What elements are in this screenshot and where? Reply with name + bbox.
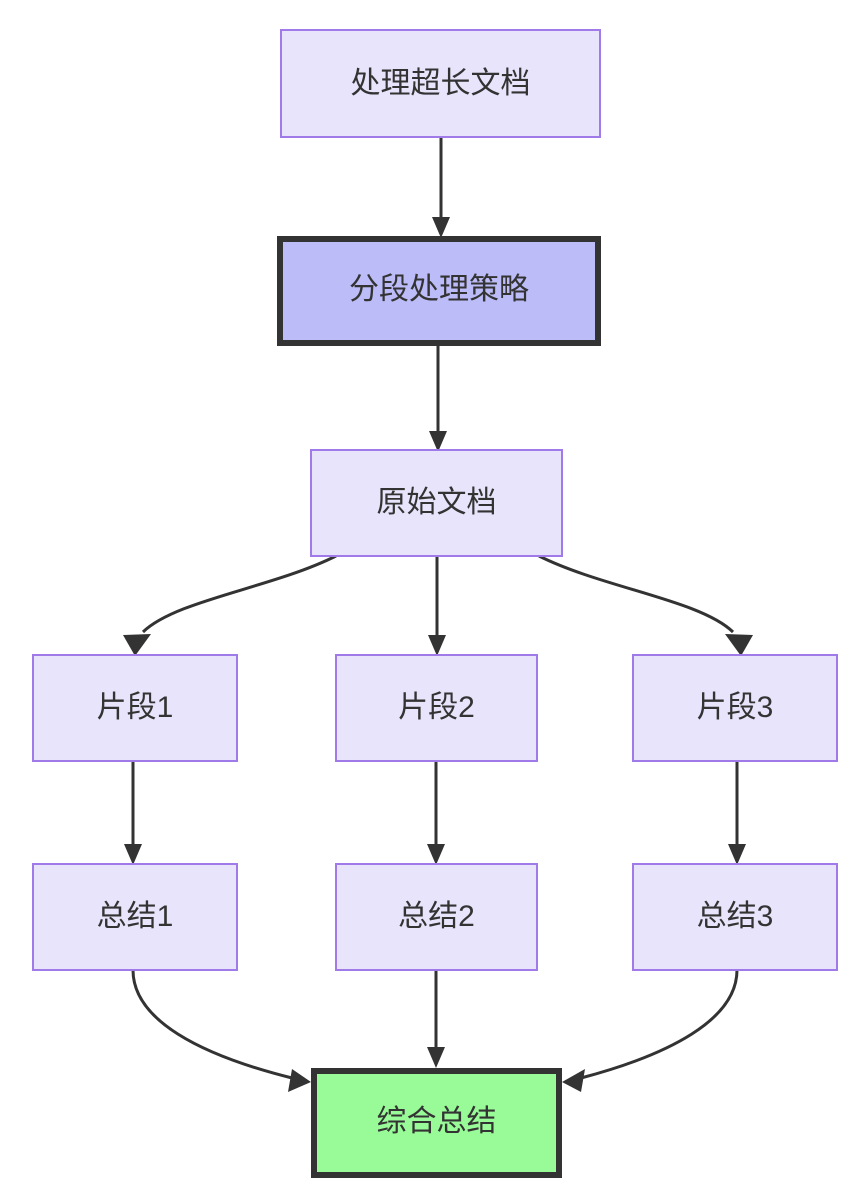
edge-n9-n10 [562, 969, 739, 1092]
node-label-n3: 原始文档 [377, 486, 497, 519]
node-rect-n4 [32, 654, 238, 762]
node-summary-1[interactable]: 总结1 [32, 863, 238, 971]
node-label-n9: 总结3 [697, 900, 774, 933]
node-fragment-1[interactable]: 片段1 [32, 654, 238, 762]
edge-n1-n2 [432, 137, 450, 238]
node-chunking-strategy[interactable]: 分段处理策略 [277, 236, 601, 346]
node-original-document[interactable]: 原始文档 [310, 449, 563, 557]
edge-n5-n8 [427, 761, 445, 865]
node-rect-n10 [311, 1068, 562, 1178]
node-rect-n8 [335, 863, 538, 971]
node-rect-n7 [32, 863, 238, 971]
node-fragment-2[interactable]: 片段2 [335, 654, 538, 762]
edge-n3-n4 [123, 554, 337, 656]
node-process-long-document[interactable]: 处理超长文档 [280, 29, 601, 138]
node-label-n6: 片段3 [697, 691, 774, 724]
edge-n3-n5 [428, 556, 446, 656]
edge-n4-n7 [124, 761, 142, 865]
node-rect-n9 [632, 863, 838, 971]
edge-n8-n10 [427, 970, 445, 1068]
node-label-n2: 分段处理策略 [349, 273, 529, 306]
node-label-n8: 总结2 [398, 900, 475, 933]
node-rect-n2 [277, 236, 601, 346]
node-label-n5: 片段2 [398, 691, 475, 724]
node-label-n4: 片段1 [97, 691, 174, 724]
node-rect-n3 [310, 449, 563, 557]
node-label-n10: 综合总结 [377, 1105, 497, 1138]
edge-n6-n9 [728, 761, 746, 865]
node-rect-n6 [632, 654, 838, 762]
node-summary-3[interactable]: 总结3 [632, 863, 838, 971]
node-comprehensive-summary[interactable]: 综合总结 [311, 1068, 562, 1178]
edge-n7-n10 [131, 969, 311, 1092]
edges-layer [123, 137, 753, 1092]
edge-n3-n6 [538, 554, 753, 656]
nodes-layer: 处理超长文档 分段处理策略 原始文档 片段1 片段2 [32, 29, 838, 1178]
node-fragment-3[interactable]: 片段3 [632, 654, 838, 762]
node-rect-n5 [335, 654, 538, 762]
node-label-n7: 总结1 [97, 900, 174, 933]
edge-n2-n3 [429, 346, 447, 452]
node-summary-2[interactable]: 总结2 [335, 863, 538, 971]
node-label-n1: 处理超长文档 [351, 67, 531, 100]
node-rect-n1 [280, 29, 601, 138]
